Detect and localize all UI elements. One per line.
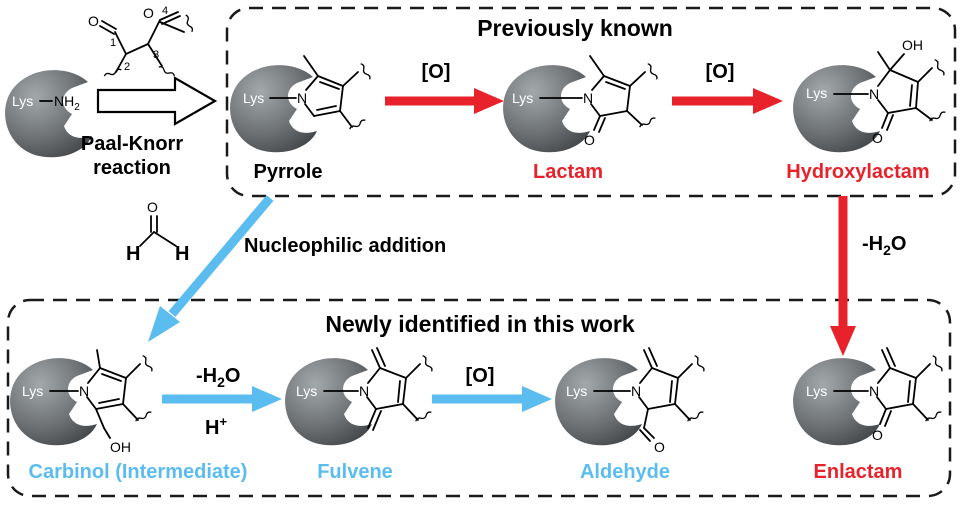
previously-known-box	[225, 6, 957, 198]
pyrrole-label: Pyrrole	[254, 161, 323, 183]
paal-knorr-arrow	[96, 76, 218, 126]
nitrogen-label: N	[631, 383, 641, 399]
amine-label: NH2	[54, 93, 80, 113]
aldehyde-structure: Lys N O	[555, 347, 706, 455]
fulvene-label: Fulvene	[317, 461, 393, 483]
dehydration-arrow-bottom	[162, 386, 282, 412]
carbonyl-oxygen: O	[872, 427, 883, 443]
lys-label: Lys	[12, 93, 33, 109]
nitrogen-label: N	[583, 90, 593, 106]
previously-known-title: Previously known	[477, 15, 673, 41]
carbon-number-3: 3	[153, 49, 159, 61]
enlactam-label: Enlactam	[814, 461, 903, 483]
dehydration-label-right: -H2O	[862, 233, 906, 258]
nucleophilic-addition-arrow	[148, 195, 274, 342]
protein-shape	[230, 65, 317, 153]
nitrogen-label: N	[869, 86, 879, 102]
formaldehyde-oxygen: O	[147, 199, 158, 215]
oxidation-arrow-3	[432, 386, 552, 412]
oxidation-label-2: [O]	[706, 61, 735, 83]
protein-shape	[793, 65, 880, 153]
formaldehyde-h-right: H	[175, 243, 189, 265]
oxidation-label-1: [O]	[422, 61, 451, 83]
aldehyde-oxygen: O	[654, 439, 665, 455]
nitrogen-label: N	[297, 90, 307, 106]
protein-shape	[10, 358, 97, 446]
paal-knorr-line2: reaction	[93, 157, 171, 179]
lys-label: Lys	[22, 383, 43, 399]
carbinol-label: Carbinol (Intermediate)	[29, 461, 248, 483]
protein-shape	[5, 70, 92, 158]
dicarbonyl-reactant: O O 1 2 3 4	[88, 5, 194, 79]
dehydration-arrow-right	[830, 196, 856, 356]
oxidation-label-3: [O]	[466, 365, 495, 387]
enlactam-structure: Lys N O	[793, 347, 944, 446]
protein-shape	[793, 358, 880, 446]
carbinol-structure: Lys N OH	[10, 349, 154, 455]
aldehyde-label: Aldehyde	[580, 461, 670, 483]
pyrrole-structure: Lys N	[230, 55, 372, 153]
carbonyl-oxygen: O	[584, 132, 595, 148]
hydroxyl-label: OH	[902, 37, 923, 53]
carbon-number-4: 4	[162, 5, 168, 17]
aldehyde-oxygen: O	[88, 13, 99, 29]
nitrogen-label: N	[359, 383, 369, 399]
oxidation-arrow-2	[672, 88, 783, 114]
hydroxylactam-structure: Lys N O OH	[793, 37, 947, 153]
ketone-oxygen: O	[143, 5, 154, 21]
carbon-number-2: 2	[124, 61, 130, 73]
lactam-label: Lactam	[533, 161, 603, 183]
nucleophilic-addition-label: Nucleophilic addition	[244, 235, 446, 257]
oxidation-arrow-1	[385, 88, 504, 114]
lys-label: Lys	[243, 90, 264, 106]
protein-shape	[555, 358, 642, 446]
carbonyl-oxygen: O	[872, 130, 883, 146]
nitrogen-label: N	[869, 383, 879, 399]
newly-identified-title: Newly identified in this work	[325, 311, 634, 337]
lys-label: Lys	[806, 85, 827, 101]
lactam-structure: Lys N O	[503, 55, 659, 153]
fulvene-structure: Lys N	[285, 347, 434, 446]
hydroxyl-label: OH	[110, 439, 131, 455]
nitrogen-label: N	[79, 383, 89, 399]
protein-shape	[503, 65, 590, 153]
formaldehyde-h-left: H	[126, 243, 140, 265]
paal-knorr-line1: Paal-Knorr	[81, 133, 183, 155]
dehydration-label-bottom: -H2O	[196, 365, 240, 390]
lys-label: Lys	[296, 383, 317, 399]
formaldehyde: O H H	[126, 199, 189, 265]
lys-label: Lys	[806, 383, 827, 399]
lys-amine-protein: Lys NH2	[5, 70, 92, 158]
lys-label: Lys	[512, 90, 533, 106]
protein-shape	[285, 358, 372, 446]
hydroxylactam-label: Hydroxylactam	[786, 161, 929, 183]
lys-label: Lys	[566, 383, 587, 399]
acid-label: H+	[205, 414, 227, 439]
carbon-number-1: 1	[110, 37, 116, 49]
newly-identified-box	[6, 298, 952, 498]
